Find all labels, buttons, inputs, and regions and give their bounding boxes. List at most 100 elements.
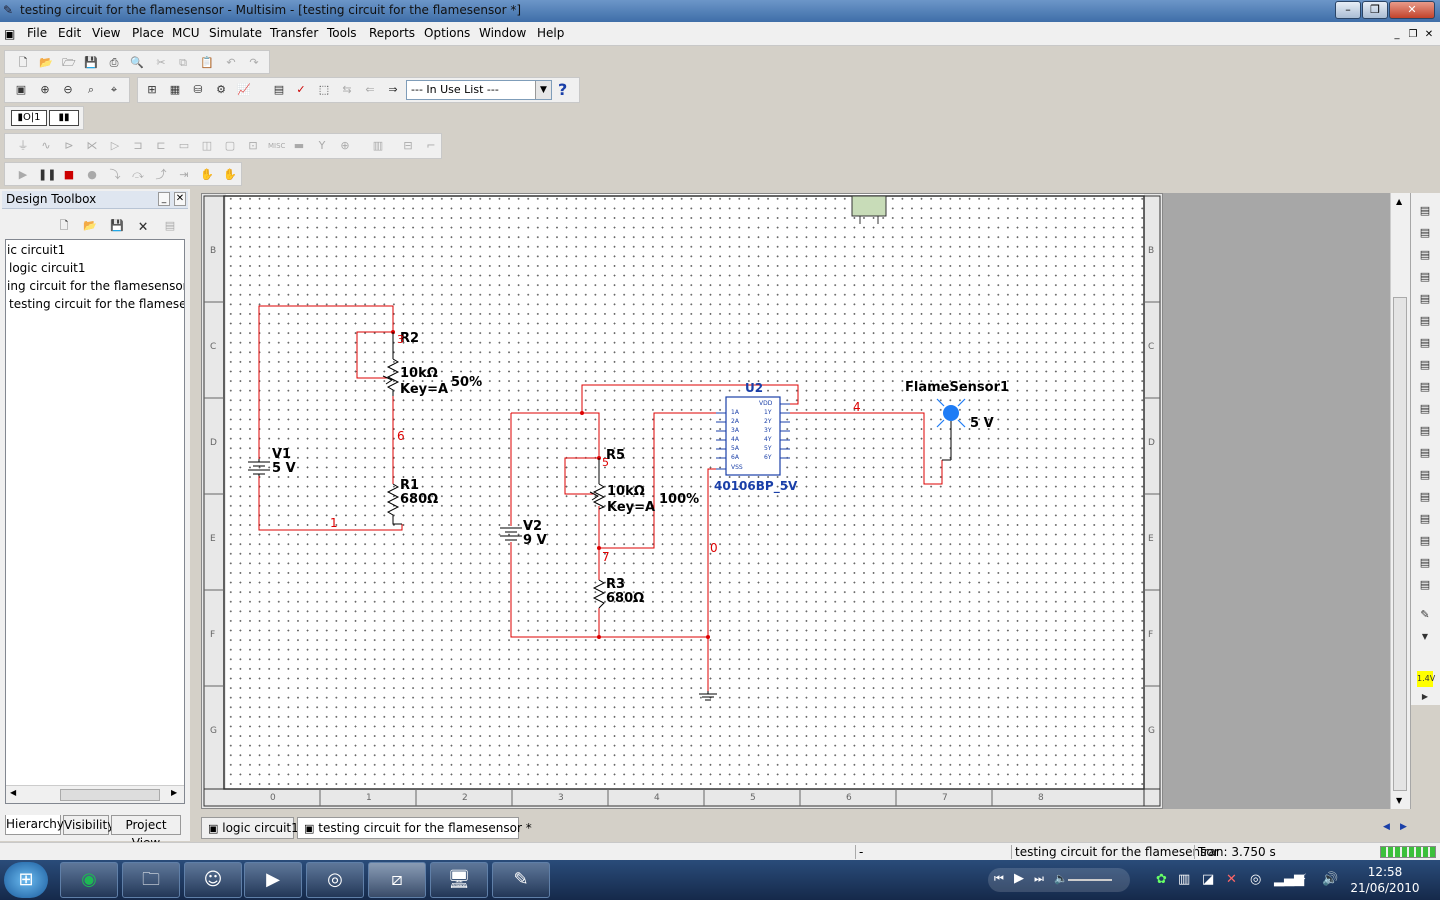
schematic-canvas[interactable]: B C D E F G B C D E F G 0 1 2 3 4 5 6 7 … — [201, 193, 1163, 809]
peripherals-icon[interactable]: ▬ — [293, 139, 305, 152]
select-area-icon[interactable]: ⬚ — [318, 83, 330, 96]
logic-converter-icon[interactable]: ▤ — [1419, 402, 1431, 415]
multimeter-icon[interactable]: ▤ — [1419, 204, 1431, 217]
menu-options[interactable]: Options — [424, 26, 471, 40]
basic-icon[interactable]: ∿ — [41, 139, 51, 152]
oscilloscope-icon[interactable]: ▤ — [1419, 270, 1431, 283]
tree-item[interactable]: ing circuit for the flamesensor — [7, 279, 185, 293]
transistor-icon[interactable]: ⋉ — [86, 139, 98, 152]
start-button[interactable]: ⊞ — [4, 862, 48, 898]
rf-icon[interactable]: Y — [318, 139, 326, 152]
design-toolbox-icon[interactable]: ⊞ — [147, 83, 157, 96]
mdi-close-button[interactable]: ✕ — [1424, 29, 1434, 40]
bode-plotter-icon[interactable]: ▤ — [1419, 314, 1431, 327]
tray-icon[interactable]: ✕ — [1226, 872, 1237, 887]
run-icon[interactable]: ▶ — [18, 168, 28, 181]
open-icon[interactable]: 📂 — [39, 56, 53, 69]
open-design-icon[interactable]: 📂 — [83, 219, 97, 232]
r2-name[interactable]: R2 — [400, 331, 420, 346]
sim-switch-pause-icon[interactable]: ▮▮ — [49, 110, 79, 126]
menu-mcu[interactable]: MCU — [172, 26, 200, 40]
indicator-icon[interactable]: ▢ — [224, 139, 236, 152]
tray-power-icon[interactable]: ⚡ — [1298, 872, 1308, 887]
menu-help[interactable]: Help — [537, 26, 565, 40]
scroll-down-icon[interactable]: ▼ — [1396, 796, 1403, 805]
digital-icon[interactable]: ▭ — [178, 139, 190, 152]
save-design-icon[interactable]: 💾 — [110, 219, 124, 232]
database-manager-icon[interactable]: ⛁ — [193, 83, 203, 96]
agilent-multimeter-icon[interactable]: ▤ — [1419, 534, 1431, 547]
dropdown-arrow-icon[interactable]: ▼ — [1421, 632, 1429, 641]
source-icon[interactable]: ⏚ — [17, 139, 29, 152]
scroll-left-icon[interactable]: ◀ — [10, 788, 17, 797]
menu-place[interactable]: Place — [132, 26, 164, 40]
menu-file[interactable]: File — [27, 26, 48, 40]
electromech-icon[interactable]: ⊕ — [340, 139, 350, 152]
step-over-icon[interactable]: ⤼ — [132, 168, 144, 181]
menu-view[interactable]: View — [92, 26, 121, 40]
r5-name[interactable]: R5 — [606, 448, 626, 463]
menu-edit[interactable]: Edit — [58, 26, 82, 40]
prev-track-icon[interactable]: ⏮ — [994, 872, 1004, 885]
tab-project-view[interactable]: Project View — [111, 815, 181, 850]
iv-analyzer-icon[interactable]: ▤ — [1419, 424, 1431, 437]
fullscreen-icon[interactable]: ▣ — [15, 83, 27, 96]
zoom-area-icon[interactable]: ⌕ — [87, 83, 95, 96]
scroll-thumb[interactable] — [60, 789, 160, 801]
labview-icon[interactable]: 1.4V — [1417, 671, 1435, 687]
doc-tab-logic-circuit1[interactable]: ▣ logic circuit1 — [201, 817, 299, 839]
paint-icon[interactable]: ✎ — [492, 862, 550, 898]
chevron-down-icon[interactable]: ▼ — [535, 81, 551, 99]
volume-slider[interactable] — [1068, 879, 1112, 881]
remote-desktop-icon[interactable]: 🖥 — [430, 862, 488, 898]
wattmeter-icon[interactable]: ▤ — [1419, 248, 1431, 261]
scroll-thumb[interactable] — [1393, 297, 1407, 791]
r3-name[interactable]: R3 — [606, 577, 626, 592]
scroll-up-icon[interactable]: ▲ — [1396, 197, 1403, 206]
doc-tab-testing-circuit[interactable]: ▣ testing circuit for the flamesensor * — [297, 817, 532, 839]
undo-icon[interactable]: ↶ — [226, 56, 236, 69]
menu-window[interactable]: Window — [479, 26, 527, 40]
multisim-task-icon[interactable]: ⧄ — [368, 862, 426, 898]
volume-icon[interactable]: 🔈 — [1054, 872, 1068, 885]
media-player-icon[interactable]: ▶ — [244, 862, 302, 898]
hierarchical-icon[interactable]: ⊟ — [403, 139, 413, 152]
tree-item[interactable]: testing circuit for the flamesenso — [9, 297, 184, 311]
transfer-forward-icon[interactable]: ⇒ — [388, 83, 398, 96]
clock[interactable]: 12:58 21/06/2010 — [1350, 864, 1420, 896]
paste-icon[interactable]: 📋 — [200, 56, 214, 69]
in-use-list-dropdown[interactable]: --- In Use List --- ▼ — [406, 80, 552, 100]
copy-icon[interactable]: ⧉ — [179, 56, 187, 69]
spreadsheet-icon[interactable]: ▦ — [169, 83, 181, 96]
tree-item[interactable]: ic circuit1 — [7, 243, 66, 257]
mdi-minimize-button[interactable]: _ — [1394, 29, 1400, 40]
tree-hscroll[interactable]: ◀ ▶ — [6, 785, 184, 803]
power-icon[interactable]: ⊡ — [248, 139, 258, 152]
tray-network-icon[interactable]: ✿ — [1156, 872, 1167, 887]
agilent-generator-icon[interactable]: ▤ — [1419, 512, 1431, 525]
step-into-icon[interactable]: ⤵ — [109, 168, 121, 181]
save-icon[interactable]: 💾 — [84, 56, 98, 69]
toggle-breakpoint-icon[interactable]: ✋ — [200, 168, 214, 181]
schematic-sheet[interactable] — [226, 194, 1144, 789]
zoom-out-icon[interactable]: ⊖ — [63, 83, 73, 96]
more-arrow-icon[interactable]: ▶ — [1421, 692, 1429, 701]
menu-reports[interactable]: Reports — [369, 26, 416, 40]
mixed-icon[interactable]: ◫ — [201, 139, 213, 152]
agilent-scope-icon[interactable]: ▤ — [1419, 556, 1431, 569]
breakpoint-icon[interactable]: ● — [87, 168, 97, 181]
canvas-vscroll[interactable]: ▲ ▼ — [1390, 193, 1410, 809]
v2-name[interactable]: V2 — [523, 519, 543, 534]
explorer-icon[interactable]: 🗀 — [122, 862, 180, 898]
help-icon[interactable]: ? — [558, 80, 568, 99]
grapher-icon[interactable]: 📈 — [237, 83, 251, 96]
chrome-icon[interactable]: ◎ — [306, 862, 364, 898]
r1-name[interactable]: R1 — [400, 478, 420, 493]
erc-icon[interactable]: ✓ — [296, 83, 306, 96]
next-track-icon[interactable]: ⏭ — [1034, 872, 1044, 885]
new-icon[interactable]: 🗋 — [18, 56, 28, 69]
tab-next-icon[interactable]: ▶ — [1400, 822, 1407, 832]
spotify-icon[interactable]: ◉ — [60, 862, 118, 898]
tree-item[interactable]: logic circuit1 — [9, 261, 86, 275]
close-design-icon[interactable]: 🗙 — [138, 219, 148, 232]
